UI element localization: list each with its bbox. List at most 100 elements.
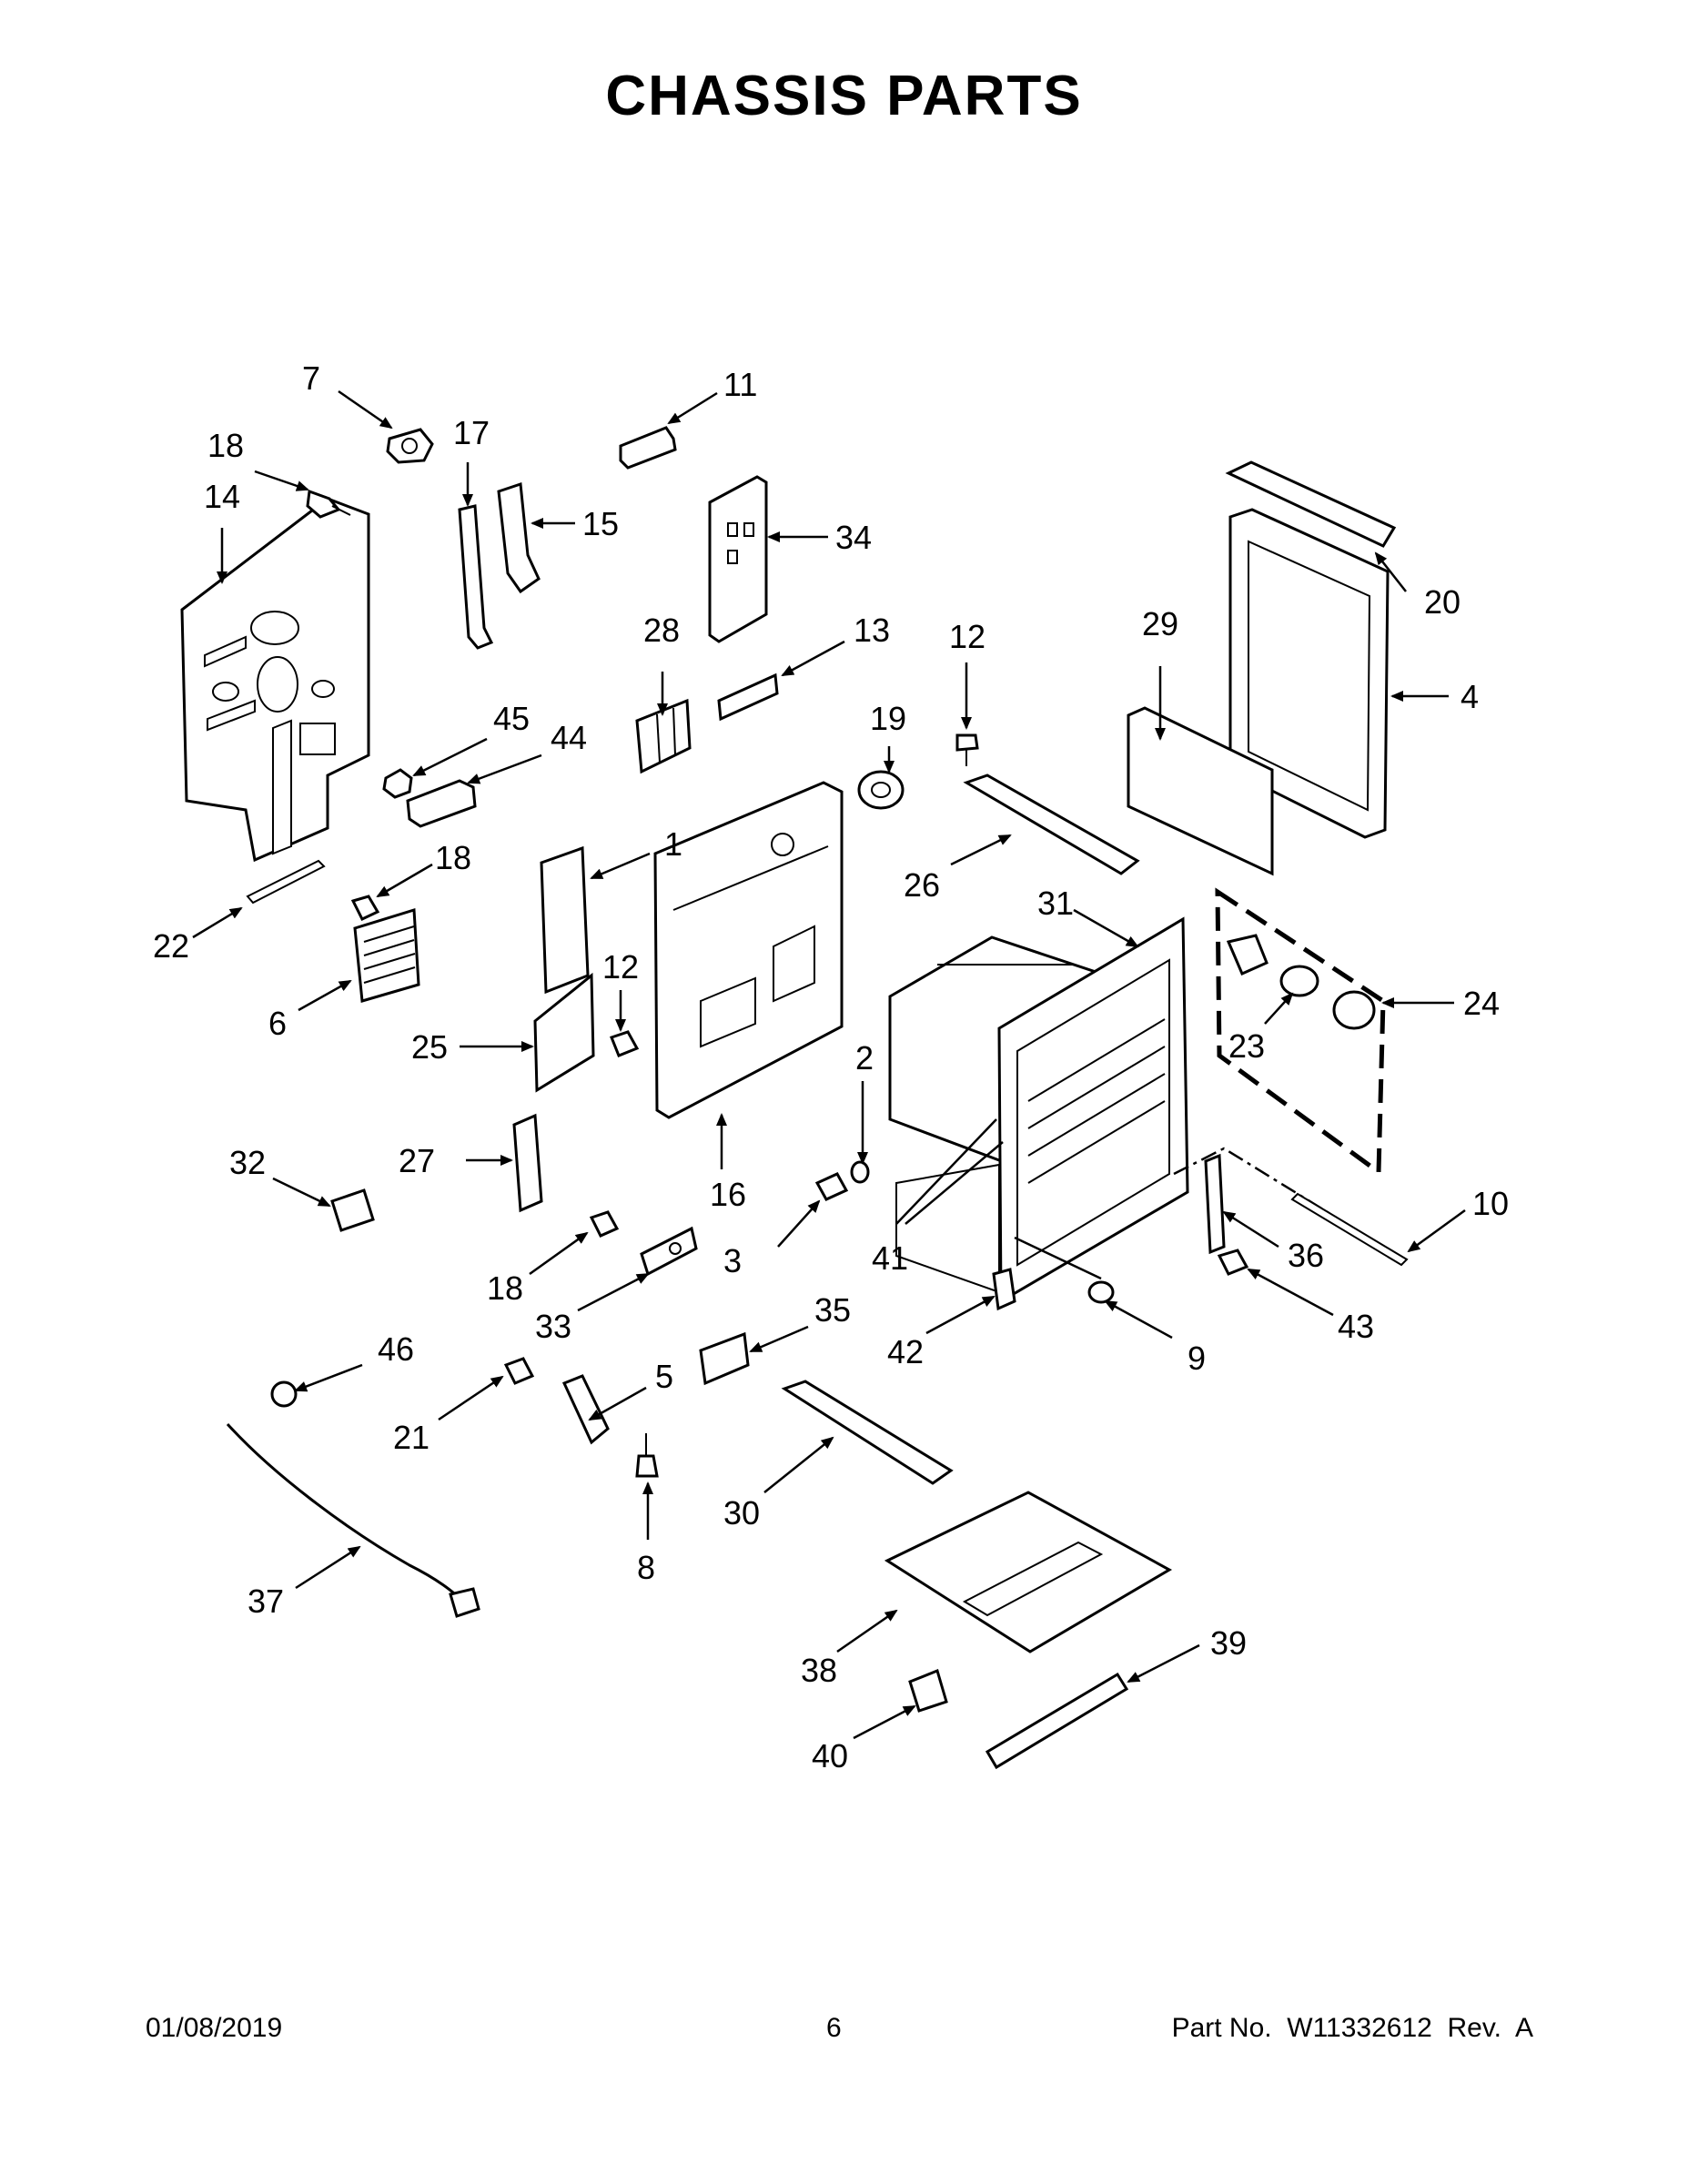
callout-3: 3 xyxy=(723,1242,742,1279)
part-37-power-cord xyxy=(226,1422,480,1618)
callout-18: 18 xyxy=(207,427,244,464)
part-24-lamp-socket xyxy=(1226,934,1269,976)
callout-39: 39 xyxy=(1210,1624,1247,1662)
callout-28: 28 xyxy=(643,612,680,649)
part-35-bracket xyxy=(699,1331,750,1386)
footer-part-number: Part No. W11332612 Rev. A xyxy=(1171,2013,1533,2043)
callout-27: 27 xyxy=(399,1142,435,1179)
callout-6: 6 xyxy=(268,1005,287,1042)
part-22-strip xyxy=(246,859,326,905)
callout-33: 33 xyxy=(535,1308,571,1345)
callout-36: 36 xyxy=(1288,1237,1324,1274)
callout-44: 44 xyxy=(551,719,587,756)
part-46-strain-relief xyxy=(270,1380,298,1408)
part-44-terminal-block xyxy=(406,779,477,828)
callout-32: 32 xyxy=(229,1144,266,1181)
part-4-door-frame xyxy=(1228,508,1390,839)
part-2-washer xyxy=(850,1160,870,1184)
part-10-sensor xyxy=(1290,1192,1409,1267)
callout-19: 19 xyxy=(870,700,906,737)
part-20-trim xyxy=(1225,460,1397,548)
callout-7: 7 xyxy=(302,359,320,397)
part-42-bracket xyxy=(992,1268,1016,1311)
callout-45: 45 xyxy=(493,700,530,737)
part-26-rail xyxy=(963,774,1140,875)
callout-22: 22 xyxy=(153,927,189,965)
callout-35: 35 xyxy=(814,1291,851,1329)
part-24-lens xyxy=(1332,990,1376,1030)
part-13-bracket xyxy=(717,672,779,722)
callout-11: 11 xyxy=(723,366,757,403)
part-3-screw xyxy=(814,1172,849,1201)
callout-9: 9 xyxy=(1188,1340,1206,1377)
part-18-screw-lower xyxy=(589,1210,620,1238)
callout-13: 13 xyxy=(854,612,890,649)
part-5-leveling-bracket xyxy=(561,1374,610,1445)
callout-42: 42 xyxy=(887,1333,924,1370)
callout-31: 31 xyxy=(1037,885,1074,922)
leader-lines xyxy=(192,389,1466,1740)
part-39-rail xyxy=(985,1672,1129,1770)
part-38-drawer-frame xyxy=(884,1491,1173,1653)
part-34-side-plate xyxy=(708,475,768,643)
footer-page-number: 6 xyxy=(826,2013,842,2043)
part-33-bracket xyxy=(640,1226,698,1277)
callout-5: 5 xyxy=(655,1358,673,1395)
part-29-panel xyxy=(1127,706,1274,876)
callout-26: 26 xyxy=(904,866,940,904)
part-28-bracket xyxy=(635,698,692,774)
part-6-grille xyxy=(353,908,420,1003)
callout-12: 12 xyxy=(602,948,639,986)
part-45-nut xyxy=(382,768,413,799)
callout-17: 17 xyxy=(453,414,490,451)
callout-12: 12 xyxy=(949,618,986,655)
part-36-bracket xyxy=(1204,1153,1226,1255)
part-40-clip xyxy=(908,1668,948,1713)
part-25-insulation xyxy=(533,972,595,1093)
part-43-screw xyxy=(1217,1249,1249,1276)
callout-21: 21 xyxy=(393,1419,430,1456)
part-14-rear-panel xyxy=(180,497,370,863)
part-17-hinge-bracket xyxy=(458,504,494,650)
callout-2: 2 xyxy=(855,1039,874,1077)
part-11-bracket xyxy=(619,426,677,470)
part-15-bracket xyxy=(497,481,541,594)
callout-37: 37 xyxy=(248,1582,284,1620)
part-8-leveling-leg xyxy=(635,1433,659,1478)
callout-10: 10 xyxy=(1472,1185,1509,1222)
part-23-bulb xyxy=(1279,965,1319,997)
callout-8: 8 xyxy=(637,1549,655,1586)
callout-46: 46 xyxy=(378,1330,414,1368)
callout-16: 16 xyxy=(710,1176,746,1213)
callout-41: 41 xyxy=(872,1239,908,1277)
part-9-bumper xyxy=(1087,1280,1115,1304)
callout-labels: 7 11 18 17 15 14 34 20 4 12 28 13 29 19 … xyxy=(153,359,1509,1774)
callout-30: 30 xyxy=(723,1494,760,1532)
callout-25: 25 xyxy=(411,1028,448,1066)
callout-38: 38 xyxy=(801,1652,837,1689)
part-32-clip xyxy=(330,1188,375,1232)
part-12-screw-top xyxy=(955,733,979,766)
callout-14: 14 xyxy=(204,478,240,515)
callout-18: 18 xyxy=(487,1269,523,1307)
part-18-screw-top xyxy=(306,489,351,519)
callout-15: 15 xyxy=(582,505,619,542)
part-16-side-panel xyxy=(653,781,844,1119)
callout-43: 43 xyxy=(1338,1308,1374,1345)
part-18-screw-middle xyxy=(350,895,380,921)
callout-1: 1 xyxy=(664,825,682,863)
callout-29: 29 xyxy=(1142,605,1178,642)
callout-18: 18 xyxy=(435,839,471,876)
callout-24: 24 xyxy=(1463,985,1500,1022)
callout-40: 40 xyxy=(812,1737,848,1774)
footer-date: 01/08/2019 xyxy=(146,2013,283,2043)
part-31-oven-cavity xyxy=(888,916,1189,1304)
callout-34: 34 xyxy=(835,519,872,556)
part-30-rail xyxy=(781,1380,954,1485)
part-1-baffle xyxy=(540,845,590,995)
part-12-screw-lower xyxy=(610,1030,640,1057)
part-19-grommet xyxy=(857,770,905,810)
callout-20: 20 xyxy=(1424,583,1461,621)
page-title: CHASSIS PARTS xyxy=(605,65,1083,127)
